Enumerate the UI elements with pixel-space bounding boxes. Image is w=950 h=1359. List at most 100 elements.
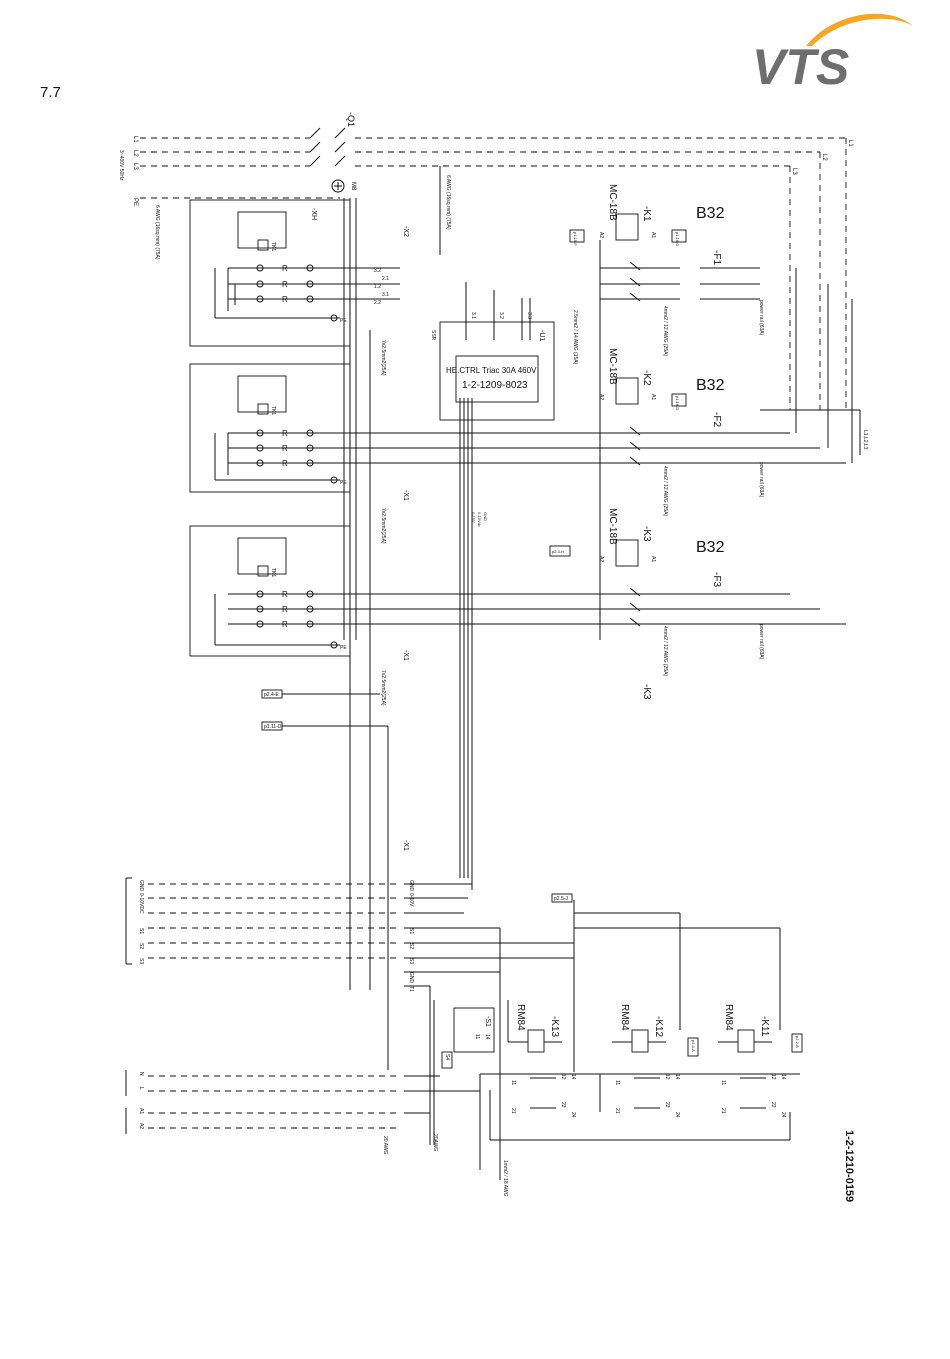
relay-k12: RM84 -K12 11 12 14 21 22 24 [612, 1004, 680, 1118]
bus-label: L1,L2,L3 [862, 430, 868, 450]
f3-tag: -F3 [711, 572, 722, 587]
k12-c22: 22 [664, 1102, 670, 1108]
bank1-tn-5: 2.2 [374, 300, 381, 306]
k11-c24: 24 [780, 1112, 786, 1118]
heater-bank-2: TK1 R R R PE -X1 7x2.5mm2(25A) [189, 363, 610, 544]
k2-ref-right: p1.16-D [675, 396, 680, 410]
ref-p24a: p2.4-A [691, 1040, 696, 1052]
ctrl-label-s2: S2 [138, 943, 144, 949]
f1-rating: B32 [696, 205, 725, 222]
ref-p24e: p2.4-E [264, 692, 279, 698]
k12-c12: 12 [664, 1074, 670, 1080]
k11-c11: 11 [720, 1080, 726, 1085]
supply-voltage-label: 3~400V 50Hz [118, 150, 124, 181]
reference-tags: p2.4-E p1.11-D p2.5-J p2.4-A p2.2-A S4 [261, 689, 803, 1070]
k2-tag: -K2 [641, 370, 652, 386]
controller-cable: 2.5mm2 / 14 AWG (15A) [572, 310, 578, 365]
ctrl-label-gnd: GND [138, 880, 144, 892]
x1-pin-1: GND [408, 880, 414, 892]
x1-pin-5: S3 [408, 958, 414, 964]
heater-banks: TK1 -XH R R R PE -X2 7x2.5mm2(25A) 3.2 2… [189, 198, 610, 990]
bank1-tn-1: 3.2 [374, 268, 381, 274]
cable-18awg: 1mm2 / 18 AWG [502, 1160, 508, 1197]
k12-c21: 21 [614, 1108, 620, 1114]
relay-k13: RM84 -K13 11 12 14 21 22 24 [507, 1000, 576, 1118]
k12-c14: 14 [674, 1074, 680, 1080]
main-switch-q1: -Q1 [309, 112, 356, 167]
k13-c22: 22 [560, 1102, 566, 1108]
x1-pin-3: S1 [408, 928, 414, 934]
pe-cable: 6 AWG (16sq.mm) (75A) [154, 205, 160, 260]
k3-cable: 4mm2 / 12 AWG (25A) [662, 626, 668, 676]
ctrl-label-010: 0-10VDC [138, 893, 144, 914]
s1-tag: -S1 [484, 1016, 491, 1027]
f1-tag: -F1 [711, 250, 722, 265]
right-label-l1: L1 [847, 140, 853, 147]
ctrl-label-s1: S1 [138, 928, 144, 934]
right-label-l3: L3 [791, 168, 797, 175]
bank3-resistor-2: R [282, 605, 288, 614]
bank1-resistor-2: R [282, 280, 288, 289]
x1-pin-7: T1 [408, 986, 414, 992]
signal-1: 0-10V [471, 512, 476, 523]
k1-tag: -K1 [641, 206, 652, 222]
x1-pin-2: 0-10V [408, 893, 414, 907]
bank2-resistor-1: R [282, 429, 288, 438]
f1-rail: power rail (63A) [758, 300, 764, 336]
x1-pin-4: S2 [408, 943, 414, 949]
bank1-tk: TK1 [270, 242, 276, 251]
bank1-tn-3: 1.2 [374, 284, 381, 290]
ref-p25j: p2.5-J [554, 896, 568, 902]
right-label-l2: L2 [821, 154, 827, 161]
logo-swoosh [806, 13, 913, 46]
bank3-cable: 7x2.5mm2(25A) [380, 670, 386, 706]
bank3-resistor-1: R [282, 590, 288, 599]
supply-terminal-l3: L3 [132, 163, 138, 170]
s1-pin-11: 11 [474, 1034, 480, 1039]
bank1-tn-2: 2.1 [382, 276, 389, 282]
k11-c21: 21 [720, 1108, 726, 1114]
k12-tag: -K12 [653, 1016, 664, 1038]
k13-tag: -K13 [549, 1016, 560, 1038]
f2-rail: power rail (63A) [758, 462, 764, 498]
f3-rating: B32 [696, 539, 725, 556]
k2-a1: A1 [650, 394, 656, 400]
supply-terminal-l1: L1 [132, 136, 138, 143]
controller-tag: -U1 [538, 330, 545, 341]
k12-c24: 24 [674, 1112, 680, 1118]
contactor-k3: MC-18B -K3 A2 A1 p2.3-H B32 -F3 4mm2 / 1… [549, 508, 846, 700]
k3-lower-tag: -K3 [641, 684, 652, 700]
main-supply: L1 L2 L3 PE 3~400V 50Hz -Q1 L1 L2 L3 [118, 112, 868, 455]
q1-tag: -Q1 [346, 112, 356, 127]
k13-c11: 11 [510, 1080, 516, 1085]
k11-c22: 22 [770, 1102, 776, 1108]
k13-model: RM84 [515, 1004, 526, 1031]
supply-a2: A2 [138, 1123, 144, 1129]
bank3-pe: PE [340, 645, 347, 651]
switch-s1: -S1 11 14 [453, 1007, 495, 1053]
k11-c12: 12 [770, 1074, 776, 1080]
k1-model: MC-18B [607, 184, 618, 221]
supply-n: N [138, 1072, 144, 1076]
bank1-terminal-tag: -X2 [402, 226, 409, 237]
heater-bank-3: TK1 R R R PE -X1 7x2.5mm2(25A) [189, 525, 610, 706]
control-terminals: -X1 GND 0-10VDC S1 S2 S3 GND 0-10V S1 S2… [125, 840, 781, 1180]
k12-model: RM84 [619, 1004, 630, 1031]
supply-l: L [138, 1087, 144, 1090]
supply-terminal-pe: PE [132, 198, 138, 206]
ref-s4: S4 [444, 1054, 450, 1060]
k13-c24: 24 [570, 1112, 576, 1118]
k13-c21: 21 [510, 1108, 516, 1114]
controller-out-2: 3.2 [498, 312, 504, 319]
cable-20awg-b: 20AWG [432, 1134, 438, 1151]
k3-a1: A1 [650, 556, 656, 562]
k3-model: MC-18B [607, 508, 618, 545]
vts-logo: VTS [752, 13, 913, 88]
k3-ref-left: p2.3-H [552, 549, 564, 554]
f3-rail: power rail (63A) [758, 624, 764, 660]
controller-u1: HE.CTRL Triac 30A 460V 1-2-1209-8023 -U1… [430, 282, 578, 890]
relay-k11: RM84 -K11 11 12 14 21 22 24 [718, 1004, 786, 1118]
drawing-number: 1-2-1210-0159 [843, 1130, 855, 1202]
contactor-k1: MC-18B -K1 A2 A1 p1.15-F p1.16-D B32 -F1… [569, 184, 764, 356]
